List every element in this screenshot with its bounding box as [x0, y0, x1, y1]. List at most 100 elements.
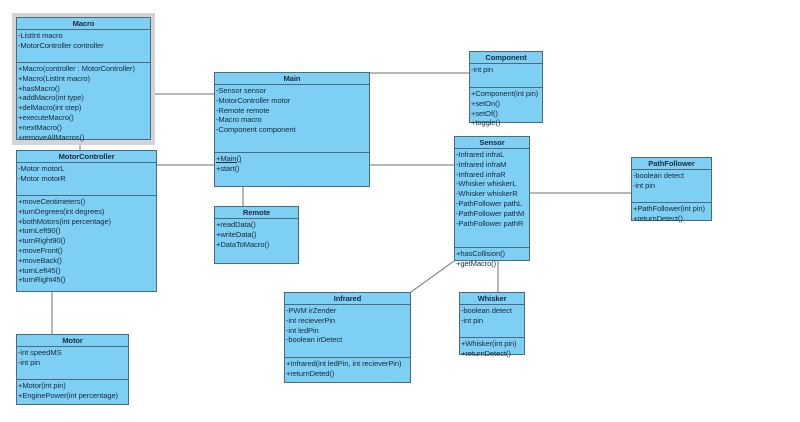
method: +PathFollower(int pin) — [633, 204, 705, 213]
attributes-section: -Motor motorL-Motor motorR — [17, 163, 156, 196]
class-name: Main — [215, 73, 369, 85]
method: +bothMotors(int percentage) — [18, 216, 111, 226]
method: +start() — [216, 163, 240, 173]
methods-section: +Motor(int pin)+EnginePower(int percenta… — [17, 380, 128, 403]
class-name: Macro — [17, 18, 150, 30]
attribute: -PWM irZender — [286, 306, 337, 315]
attribute: -int pin — [633, 180, 655, 190]
attribute: -Infrared infraL — [456, 150, 505, 159]
attribute: -Remote remote — [216, 105, 270, 115]
attribute: -boolean irDetect — [286, 335, 343, 345]
attribute: -Component component — [216, 125, 296, 135]
attribute: -ListInt macro — [18, 31, 63, 40]
methods-section: +PathFollower(int pin)+returnDetect() — [632, 203, 711, 226]
class-name: PathFollower — [632, 158, 711, 170]
method: +setOf() — [471, 108, 498, 118]
method: +Macro(ListInt macro) — [18, 73, 90, 83]
class-name: Remote — [215, 207, 298, 219]
class-remote[interactable]: Remote+readData()+writeData()+DataToMacr… — [214, 206, 299, 264]
attribute: -Motor motorR — [18, 173, 66, 183]
attribute: -Whisker whiskerR — [456, 189, 518, 199]
class-name: Component — [470, 52, 542, 64]
attribute: -PathFollower pathL — [456, 198, 523, 208]
attribute: -Macro macro — [216, 115, 262, 125]
method: +moveBack() — [18, 255, 62, 265]
method: +addMacro(int type) — [18, 93, 84, 103]
attribute: -Whisker whiskerL — [456, 179, 517, 189]
class-name: Motor — [17, 335, 128, 347]
attributes-section: -boolean detect-int pin — [460, 305, 524, 338]
attribute: -Infrared infraM — [456, 159, 507, 169]
class-name: Sensor — [455, 137, 529, 149]
method: +hasCollision() — [456, 249, 505, 258]
class-sensor[interactable]: Sensor-Infrared infraL-Infrared infraM-I… — [454, 136, 530, 268]
method: +hasMacro() — [18, 83, 60, 93]
association-sensor-infrared[interactable] — [410, 260, 455, 293]
attribute: -Infrared infraR — [456, 169, 506, 179]
method: +Whisker(int pin) — [461, 339, 517, 348]
class-motor[interactable]: Motor-int speedMS-int pin+Motor(int pin)… — [16, 334, 129, 405]
method: +moveCentimeters() — [18, 197, 86, 206]
attributes-section: -int speedMS-int pin — [17, 347, 128, 380]
method: +Infrared(int ledPin, int recieverPin) — [286, 359, 402, 368]
methods-section: +hasCollision()+getMacro() — [455, 248, 529, 271]
method: +returnDeted() — [286, 368, 335, 378]
class-macro[interactable]: Macro-ListInt macro-MotorController cont… — [16, 17, 151, 142]
attributes-section: -PWM irZender-int recieverPin-int ledPin… — [285, 305, 410, 358]
method: +DataToMacro() — [216, 239, 270, 249]
method: +turnRight45() — [18, 275, 66, 285]
attribute: -int recieverPin — [286, 315, 336, 325]
method: +turnLeft90() — [18, 226, 61, 236]
methods-section: +Whisker(int pin)+returnDetect() — [460, 338, 524, 361]
method: +readData() — [216, 220, 256, 229]
method: +nextMacro() — [18, 122, 62, 132]
method: +Component(int pin) — [471, 89, 539, 98]
class-infrared[interactable]: Infrared-PWM irZender-int recieverPin-in… — [284, 292, 411, 383]
attribute: -boolean detect — [461, 306, 512, 315]
methods-section: +Infrared(int ledPin, int recieverPin)+r… — [285, 358, 410, 381]
methods-section: +Macro(controller : MotorController)+Mac… — [17, 63, 150, 144]
method: +removeAllMacros() — [18, 132, 85, 142]
attributes-section: -ListInt macro-MotorController controlle… — [17, 30, 150, 63]
method: +Main() — [216, 154, 242, 163]
attribute: -MotorController motor — [216, 95, 291, 105]
methods-section: +Component(int pin)+setOn()+setOf()+togg… — [470, 88, 542, 130]
class-main[interactable]: Main-Sensor sensor-MotorController motor… — [214, 72, 370, 187]
method: +delMacro(int step) — [18, 103, 82, 113]
class-component[interactable]: Component-int pin+Component(int pin)+set… — [469, 51, 543, 127]
attributes-section: -int pin — [470, 64, 542, 88]
methods-section: +Main()+start() — [215, 153, 369, 176]
attribute: -PathFollower pathR — [456, 218, 524, 228]
attributes-section: -Infrared infraL-Infrared infraM-Infrare… — [455, 149, 529, 248]
method: +getMacro() — [456, 258, 497, 268]
method: +writeData() — [216, 229, 257, 239]
class-name: Whisker — [460, 293, 524, 305]
methods-section: +moveCentimeters()+turnDegrees(int degre… — [17, 196, 156, 287]
method: +toggle() — [471, 118, 501, 128]
class-motorcontroller[interactable]: MotorController-Motor motorL-Motor motor… — [16, 150, 157, 292]
attribute: -Sensor sensor — [216, 86, 267, 95]
method: +Macro(controller : MotorController) — [18, 64, 135, 73]
attribute: -int pin — [471, 65, 493, 74]
method: +EnginePower(int percentage) — [18, 390, 118, 400]
class-whisker[interactable]: Whisker-boolean detect-int pin+Whisker(i… — [459, 292, 525, 358]
method: +turnLeft45() — [18, 265, 61, 275]
attribute: -int speedMS — [18, 348, 62, 357]
attribute: -PathFollower pathM — [456, 208, 525, 218]
attribute: -int pin — [461, 315, 483, 325]
attribute: -int pin — [18, 357, 40, 367]
class-pathfollower[interactable]: PathFollower-boolean detect-int pin+Path… — [631, 157, 712, 223]
attributes-section: -boolean detect-int pin — [632, 170, 711, 203]
attribute: -int ledPin — [286, 325, 319, 335]
attribute: -Motor motorL — [18, 164, 65, 173]
class-name: MotorController — [17, 151, 156, 163]
attribute: -MotorController controller — [18, 40, 104, 50]
attribute: -boolean detect — [633, 171, 684, 180]
method: +returnDetect() — [461, 348, 511, 358]
method: +executeMacro() — [18, 112, 74, 122]
method: +turnDegrees(int degrees) — [18, 206, 105, 216]
methods-section: +readData()+writeData()+DataToMacro() — [215, 219, 298, 251]
method: +moveFront() — [18, 245, 63, 255]
method: +Motor(int pin) — [18, 381, 66, 390]
